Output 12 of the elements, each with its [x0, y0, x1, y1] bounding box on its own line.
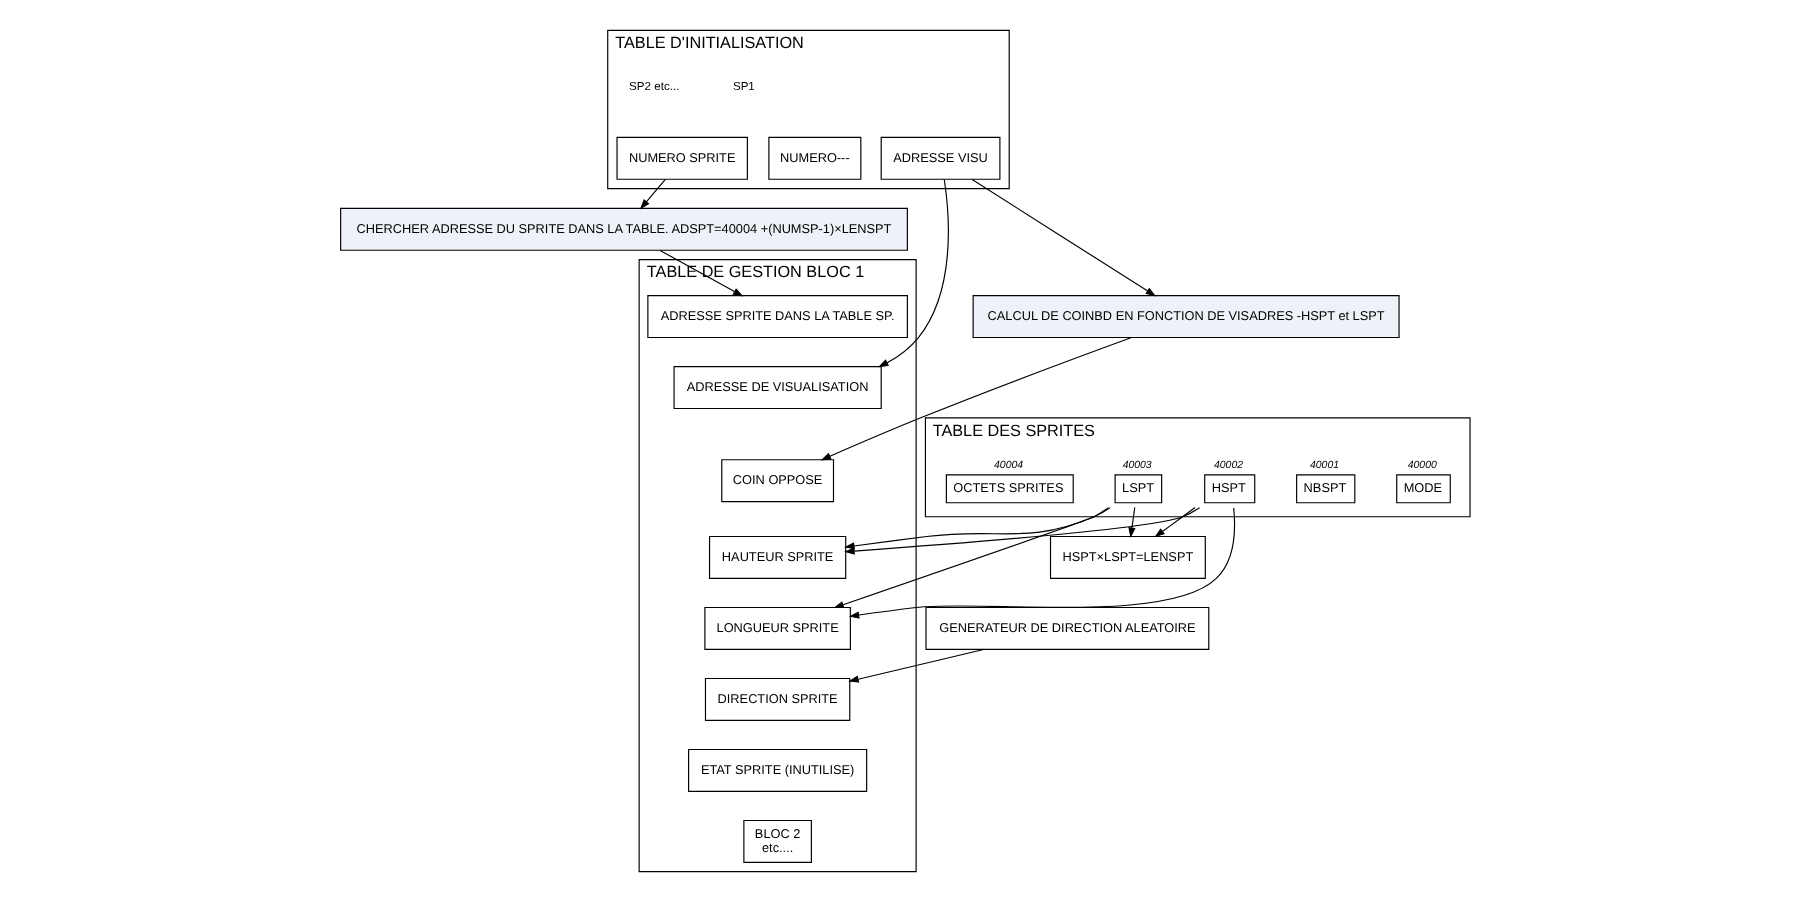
arrow: [844, 507, 1201, 555]
arrow: [659, 249, 744, 297]
arrow: [639, 178, 666, 210]
arrow: [833, 507, 1109, 609]
arrow: [848, 507, 1236, 619]
arrow: [971, 178, 1157, 297]
arrow: [848, 648, 985, 683]
arrow: [844, 507, 1111, 550]
arrow: [1154, 506, 1196, 538]
arrow: [878, 179, 949, 368]
arrow: [820, 337, 1132, 461]
arrow: [1128, 506, 1136, 539]
